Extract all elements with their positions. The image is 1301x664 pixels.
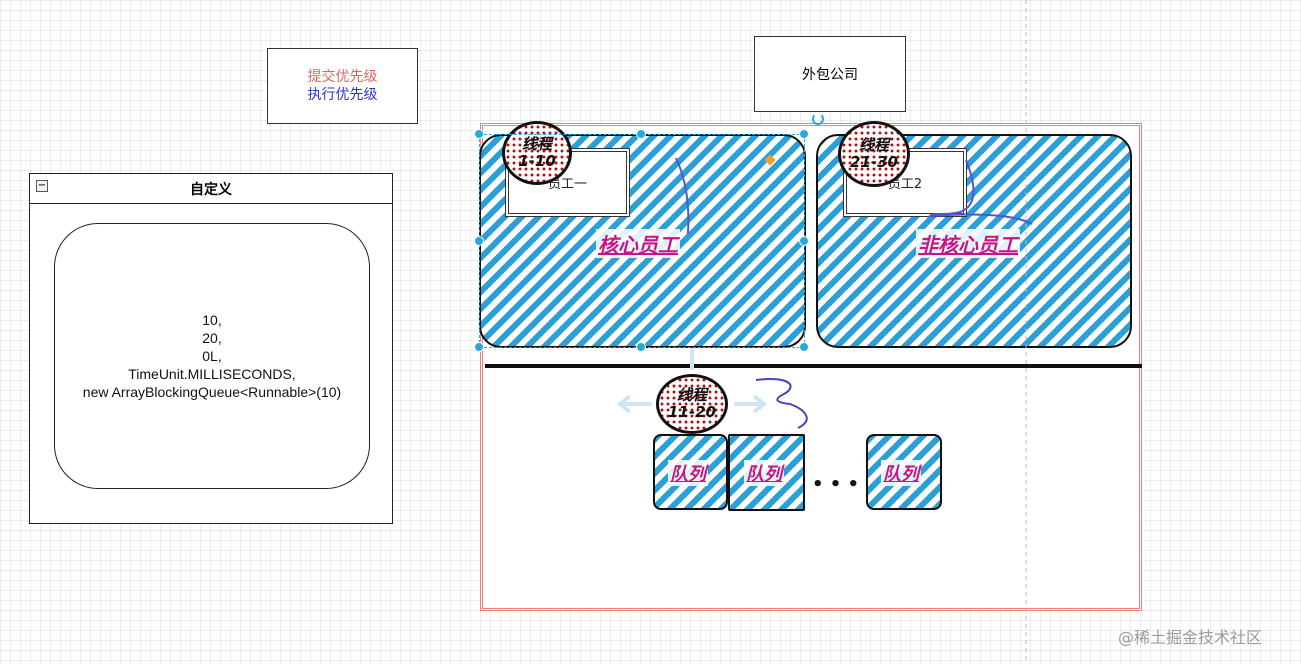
- resize-handle[interactable]: [474, 129, 484, 139]
- resize-handle[interactable]: [474, 236, 484, 246]
- rotate-icon[interactable]: [812, 113, 824, 125]
- resize-handle[interactable]: [636, 342, 646, 352]
- queue-ellipsis: • • •: [812, 474, 860, 495]
- core-thread-badge: 线程 1-10: [502, 121, 572, 185]
- queue-label: 队列: [881, 460, 921, 486]
- queue-label: 队列: [744, 460, 784, 486]
- params-box[interactable]: 10, 20, 0L, TimeUnit.MILLISECONDS, new A…: [54, 223, 370, 489]
- param-queue: new ArrayBlockingQueue<Runnable>(10): [82, 384, 342, 400]
- param-max-size: 20,: [202, 330, 222, 346]
- param-time-unit: TimeUnit.MILLISECONDS,: [128, 366, 296, 382]
- queue-box[interactable]: [866, 434, 942, 510]
- noncore-badge-range: 21-30: [850, 153, 898, 171]
- noncore-badge-title: 线程: [858, 136, 889, 154]
- resize-handle[interactable]: [799, 236, 809, 246]
- priority-legend-box[interactable]: 提交优先级 执行优先级: [267, 48, 418, 124]
- resize-handle[interactable]: [799, 129, 809, 139]
- queue-badge-title: 线程: [676, 386, 707, 404]
- queue-badge-range: 11-20: [668, 403, 716, 421]
- resize-handle[interactable]: [636, 129, 646, 139]
- company-box[interactable]: 外包公司: [754, 36, 906, 112]
- watermark: @稀土掘金技术社区: [1118, 628, 1263, 647]
- submit-priority-text: 提交优先级: [307, 69, 378, 85]
- queue-thread-badge: 线程 11-20: [656, 374, 728, 434]
- collapse-icon[interactable]: −: [36, 180, 48, 192]
- selection-outline: [479, 134, 805, 348]
- core-label: 核心员工: [596, 229, 680, 258]
- divider-line: [485, 364, 1142, 368]
- custom-panel-title: 自定义: [190, 181, 232, 198]
- custom-panel-header[interactable]: − 自定义: [30, 174, 392, 204]
- resize-handle[interactable]: [799, 342, 809, 352]
- core-badge-title: 线程: [521, 135, 552, 153]
- noncore-thread-badge: 线程 21-30: [838, 121, 910, 187]
- core-badge-range: 1-10: [518, 152, 556, 170]
- queue-label: 队列: [668, 460, 708, 486]
- param-core-size: 10,: [202, 312, 222, 328]
- custom-params-panel[interactable]: − 自定义 10, 20, 0L, TimeUnit.MILLISECONDS,…: [29, 173, 393, 524]
- noncore-label: 非核心员工: [916, 229, 1020, 258]
- company-label: 外包公司: [802, 67, 858, 83]
- resize-handle[interactable]: [474, 342, 484, 352]
- param-keep-alive: 0L,: [202, 348, 222, 364]
- execute-priority-text: 执行优先级: [307, 87, 378, 103]
